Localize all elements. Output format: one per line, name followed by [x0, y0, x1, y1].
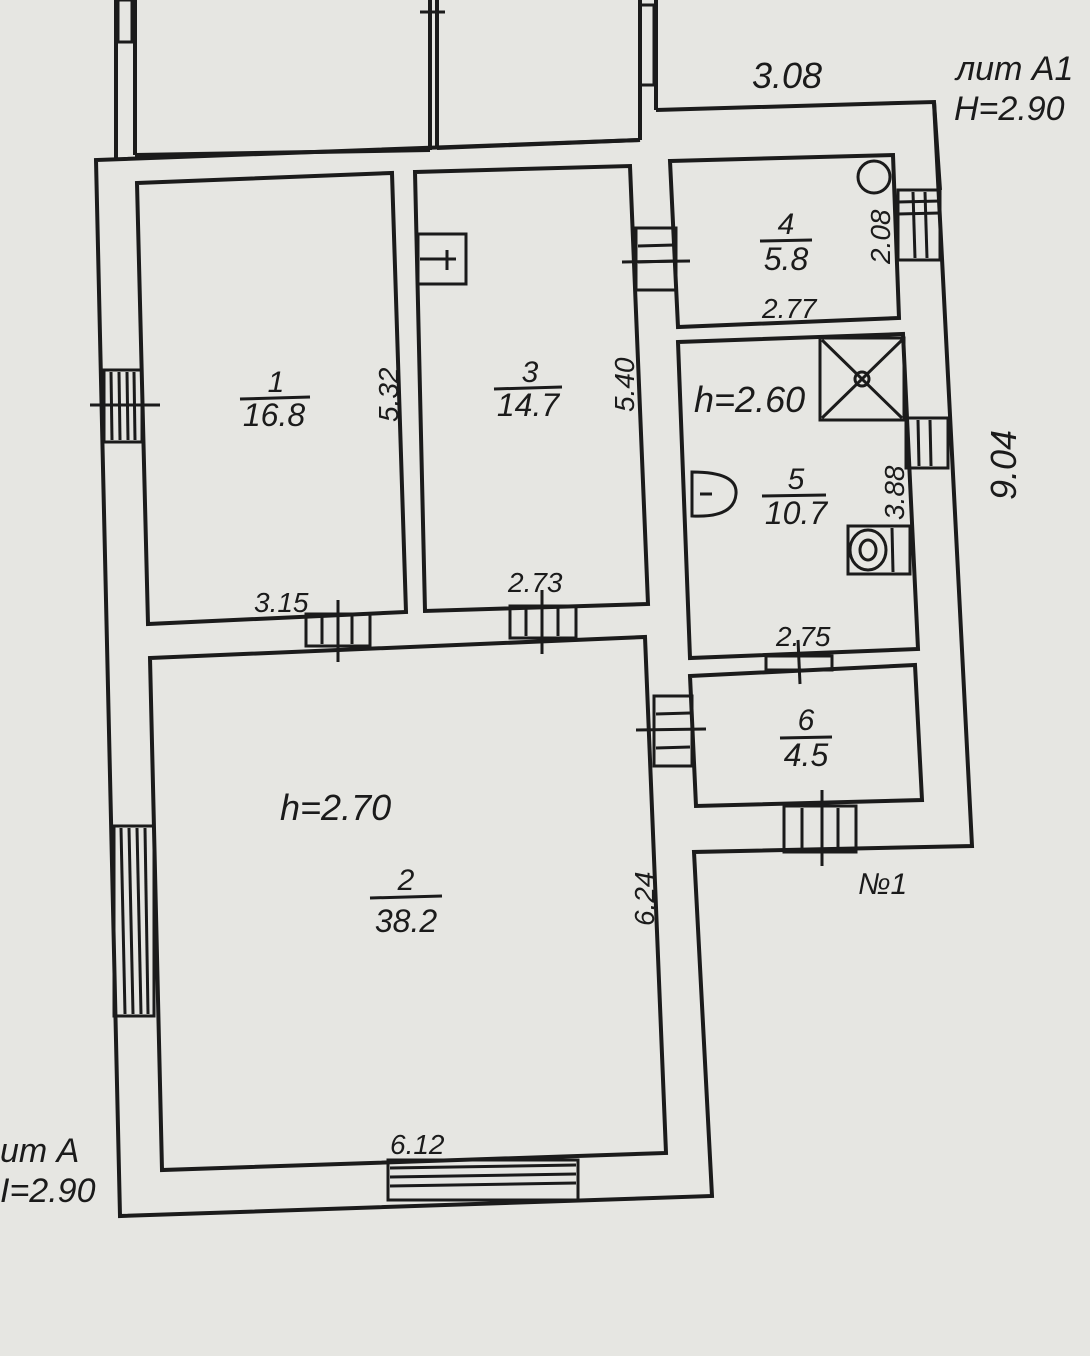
sink-icon [690, 470, 738, 518]
room-2-length: 6.24 [629, 872, 660, 927]
window-right-room4 [896, 188, 942, 262]
door-room4 [621, 226, 691, 292]
room-2-area: 38.2 [375, 903, 437, 939]
window-right-room5 [904, 416, 950, 470]
room-3-area: 14.7 [497, 387, 560, 423]
room-3-width: 2.73 [507, 567, 563, 598]
window-left-room1 [90, 368, 160, 444]
room-2-number: 2 [397, 864, 415, 897]
door-room5-to-6 [764, 639, 834, 685]
block-a-height: I=2.90 [0, 1172, 96, 1210]
room-5-number: 5 [788, 463, 805, 496]
room-1-area: 16.8 [243, 397, 305, 433]
room-6-area: 4.5 [784, 737, 829, 773]
room-2-width: 6.12 [390, 1129, 445, 1160]
entrance-door [782, 790, 858, 866]
room-4-area: 5.8 [764, 241, 809, 277]
room-2-outline [147, 634, 669, 1173]
outer-wall [93, 99, 975, 1219]
room-4-length: 2.08 [865, 209, 896, 265]
room-5-length: 3.88 [879, 465, 910, 520]
room-5-area: 10.7 [765, 495, 828, 531]
room-3-number: 3 [522, 356, 539, 389]
room-4-number: 4 [778, 208, 795, 241]
stove-icon [416, 232, 468, 286]
upper-rooms [114, 0, 658, 160]
room-3-outline [412, 163, 651, 614]
door-room6 [635, 694, 707, 768]
door-room1 [304, 600, 372, 662]
block-a1-height: H=2.90 [954, 90, 1065, 128]
room-2-height: h=2.70 [280, 787, 391, 828]
door-room3 [508, 590, 578, 654]
room-1-width: 3.15 [254, 587, 309, 618]
fraction-bars [239, 238, 833, 900]
room-1-outline [134, 170, 409, 627]
toilet-icon [846, 524, 912, 576]
room-5-width: 2.75 [775, 621, 831, 652]
window-left-room2 [112, 824, 156, 1018]
room-6-outline [687, 662, 925, 809]
room-6-number: 6 [798, 704, 815, 737]
boiler-icon [856, 159, 892, 195]
block-a-label: ит А [0, 1132, 79, 1170]
overall-width: 3.08 [752, 55, 822, 96]
room-4-width: 2.77 [761, 293, 818, 324]
window-bottom-room2 [386, 1158, 580, 1202]
entrance-label: №1 [858, 868, 907, 901]
room-5-height: h=2.60 [694, 379, 805, 420]
room-1-length: 5.32 [373, 367, 404, 422]
room-1-number: 1 [268, 366, 285, 399]
shower-icon [818, 336, 906, 422]
room-3-length: 5.40 [609, 357, 640, 412]
overall-length: 9.04 [983, 430, 1024, 500]
block-a1-label: лит А1 [954, 50, 1073, 88]
